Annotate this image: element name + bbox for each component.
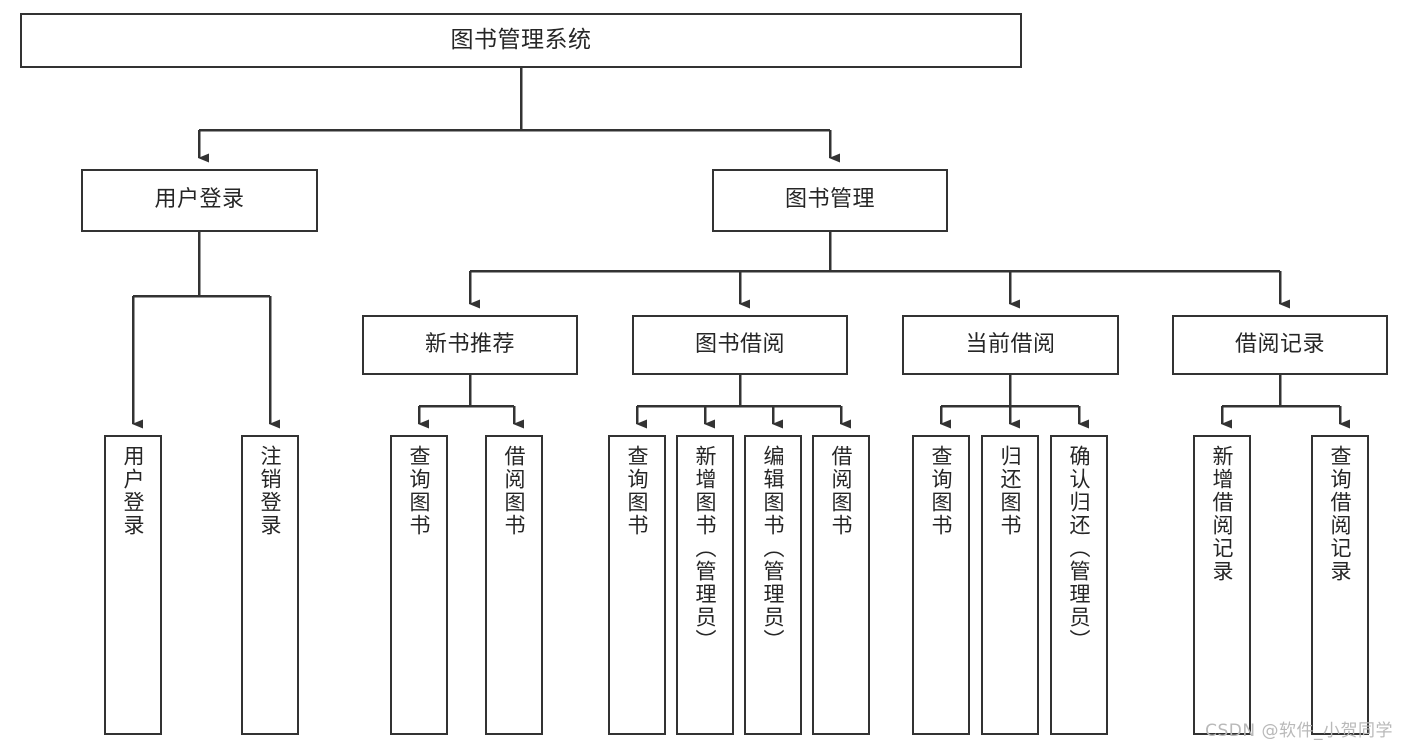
node-leaf-borrow-records-query[interactable]: 查询借阅记录 <box>1311 435 1369 735</box>
node-book-borrow[interactable]: 图书借阅 <box>632 315 848 375</box>
node-leaf-current-borrow-return[interactable]: 归还图书 <box>981 435 1039 735</box>
node-label: 新增图书（管理员） <box>693 445 718 652</box>
node-root-book-management-system[interactable]: 图书管理系统 <box>20 13 1022 68</box>
node-label: 注销登录 <box>258 445 283 537</box>
node-leaf-book-borrow-borrow[interactable]: 借阅图书 <box>812 435 870 735</box>
node-leaf-new-book-borrow[interactable]: 借阅图书 <box>485 435 543 735</box>
node-label: 借阅记录 <box>1234 331 1325 357</box>
node-leaf-user-login-logout[interactable]: 注销登录 <box>241 435 299 735</box>
node-leaf-book-borrow-query[interactable]: 查询图书 <box>608 435 666 735</box>
node-label: 编辑图书（管理员） <box>761 445 786 652</box>
node-leaf-book-borrow-add-admin[interactable]: 新增图书（管理员） <box>676 435 734 735</box>
node-leaf-new-book-query[interactable]: 查询图书 <box>390 435 448 735</box>
node-label: 查询图书 <box>625 445 650 537</box>
node-label: 图书管理 <box>784 187 875 213</box>
node-label: 归还图书 <box>998 445 1023 537</box>
node-label: 用户登录 <box>154 187 245 213</box>
node-leaf-book-borrow-edit-admin[interactable]: 编辑图书（管理员） <box>744 435 802 735</box>
node-label: 图书管理系统 <box>450 27 592 54</box>
node-label: 当前借阅 <box>965 331 1056 357</box>
node-leaf-current-borrow-confirm-admin[interactable]: 确认归还（管理员） <box>1050 435 1108 735</box>
node-label: 查询图书 <box>407 445 432 537</box>
node-leaf-borrow-records-add[interactable]: 新增借阅记录 <box>1193 435 1251 735</box>
node-label: 查询借阅记录 <box>1328 445 1353 583</box>
node-current-borrow[interactable]: 当前借阅 <box>902 315 1119 375</box>
node-book-management[interactable]: 图书管理 <box>712 169 948 232</box>
node-label: 新书推荐 <box>424 331 515 357</box>
node-label: 查询图书 <box>929 445 954 537</box>
node-label: 用户登录 <box>121 445 146 537</box>
node-label: 借阅图书 <box>829 445 854 537</box>
node-user-login[interactable]: 用户登录 <box>81 169 318 232</box>
node-leaf-user-login-login[interactable]: 用户登录 <box>104 435 162 735</box>
node-leaf-current-borrow-query[interactable]: 查询图书 <box>912 435 970 735</box>
node-label: 借阅图书 <box>502 445 527 537</box>
watermark-text: CSDN @软件_小贺同学 <box>1205 721 1393 741</box>
node-label: 确认归还（管理员） <box>1067 445 1092 652</box>
node-new-book-recommend[interactable]: 新书推荐 <box>362 315 578 375</box>
node-borrow-records[interactable]: 借阅记录 <box>1172 315 1388 375</box>
node-label: 新增借阅记录 <box>1210 445 1235 583</box>
node-label: 图书借阅 <box>694 331 785 357</box>
